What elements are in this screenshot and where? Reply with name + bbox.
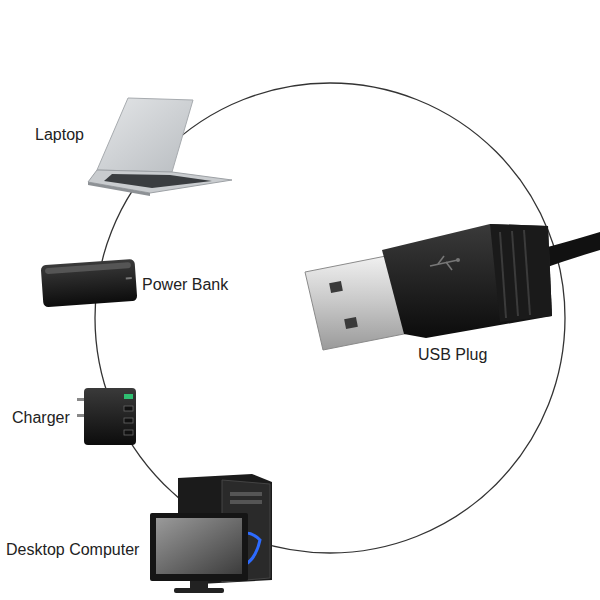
power-bank-picture [41, 259, 138, 307]
device-label: Desktop Computer [6, 541, 139, 559]
laptop-picture [88, 98, 232, 196]
device-label: Laptop [35, 126, 84, 144]
usb-plug-picture [305, 224, 600, 350]
desktop-picture [150, 474, 272, 593]
ring [95, 83, 565, 553]
device-label: Power Bank [142, 276, 228, 294]
charger-picture [77, 388, 136, 445]
device-label: Charger [12, 409, 70, 427]
device-label: USB Plug [418, 346, 487, 364]
